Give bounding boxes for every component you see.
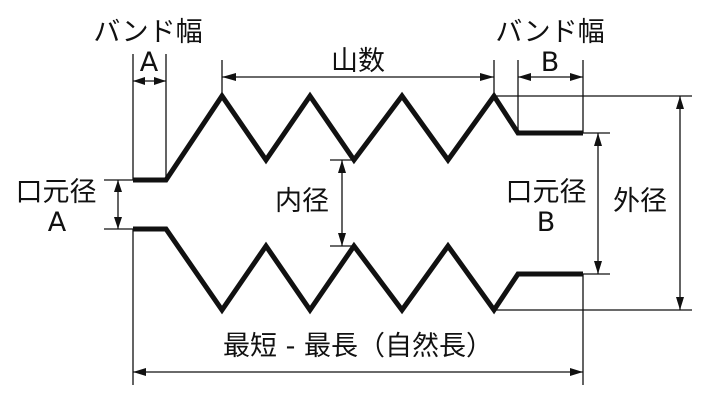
pleat-count-label: 山数 [331,46,385,77]
pleat-count-dimension [222,73,494,81]
extension-lines [104,54,692,385]
mouth-diameter-b-dimension [594,133,602,274]
length-range-dimension [133,368,583,376]
band-width-b-dimension [518,73,583,81]
outer-diameter-dimension [676,96,684,310]
mouth-diameter-a-dimension [114,180,122,229]
band-width-a-title: バンド幅 [93,17,202,48]
bellows-lower-profile [133,226,583,315]
band-width-a-dimension [133,77,166,85]
mouth-diameter-b-letter: B [537,207,556,238]
band-width-b-letter: B [541,47,560,78]
inner-diameter-dimension [338,160,346,246]
band-width-b-title: バンド幅 [495,17,604,48]
outer-diameter-label: 外径 [613,186,667,217]
length-range-label: 最短 - 最長（自然長） [223,331,493,362]
band-width-a-letter: A [140,47,159,78]
inner-diameter-label: 内径 [275,186,329,217]
mouth-diameter-b-title: 口元径 [506,177,587,208]
bellows-upper-profile [133,91,583,183]
mouth-diameter-a-title: 口元径 [16,177,97,208]
mouth-diameter-a-letter: A [48,207,67,238]
